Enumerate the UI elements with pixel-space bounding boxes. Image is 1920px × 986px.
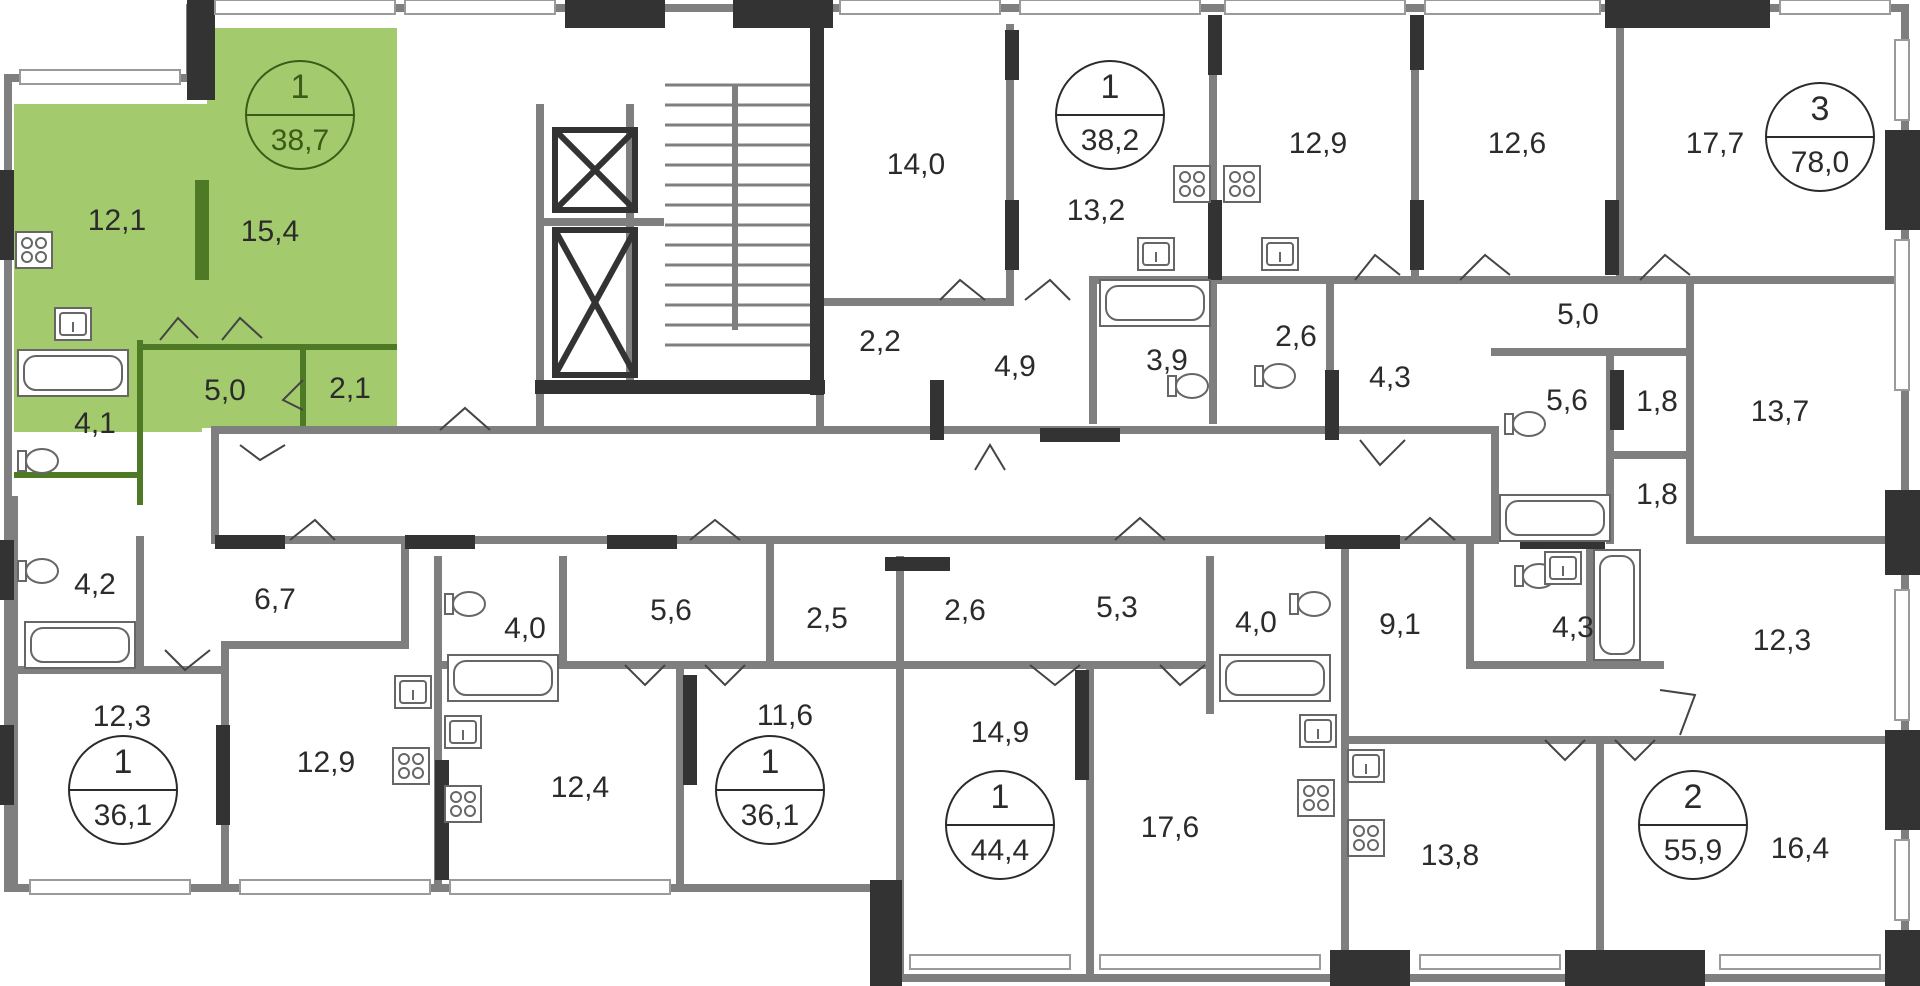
room-area-label: 5,3 xyxy=(1096,591,1138,624)
room-area-label: 12,4 xyxy=(551,771,609,804)
room-area-label: 17,6 xyxy=(1141,811,1199,844)
bathtub-icon xyxy=(447,654,559,702)
sink-icon xyxy=(1137,237,1175,271)
highlighted-apartment[interactable] xyxy=(14,28,397,505)
room-area-label: 3,9 xyxy=(1146,344,1188,377)
apartment-badge[interactable]: 138,7 xyxy=(245,60,355,170)
sink-icon xyxy=(444,715,482,749)
toilet-icon xyxy=(1289,591,1331,617)
room-count: 3 xyxy=(1811,90,1830,128)
room-area-label: 5,0 xyxy=(204,374,246,407)
room-area-label: 16,4 xyxy=(1771,832,1829,865)
room-area-label: 12,9 xyxy=(1289,127,1347,160)
toilet-icon xyxy=(1254,363,1296,389)
apartment-badge[interactable]: 136,1 xyxy=(68,735,178,845)
room-count: 1 xyxy=(761,743,780,781)
sink-icon xyxy=(1544,551,1582,585)
room-area-label: 14,9 xyxy=(971,716,1029,749)
room-area-label: 9,1 xyxy=(1379,608,1421,641)
room-area-label: 1,8 xyxy=(1636,385,1678,418)
sink-icon xyxy=(1261,237,1299,271)
room-area-label: 15,4 xyxy=(241,215,299,248)
room-area-label: 13,7 xyxy=(1751,395,1809,428)
room-area-label: 12,9 xyxy=(297,746,355,779)
elevator-shafts xyxy=(552,127,638,378)
total-area: 44,4 xyxy=(971,834,1029,867)
room-area-label: 13,2 xyxy=(1067,194,1125,227)
bathtub-icon xyxy=(1499,494,1611,542)
bathtub-icon xyxy=(17,349,129,397)
sink-icon xyxy=(394,675,432,709)
room-count: 2 xyxy=(1684,778,1703,816)
room-area-label: 12,6 xyxy=(1488,127,1546,160)
stove-icon xyxy=(444,785,482,823)
bathtub-icon xyxy=(24,621,136,669)
room-area-label: 12,3 xyxy=(1753,624,1811,657)
room-area-label: 6,7 xyxy=(254,583,296,616)
room-count: 1 xyxy=(991,778,1010,816)
stove-icon xyxy=(1223,165,1261,203)
room-area-label: 5,6 xyxy=(1546,384,1588,417)
apartment-badge[interactable]: 144,4 xyxy=(945,770,1055,880)
room-area-label: 4,0 xyxy=(504,612,546,645)
room-area-label: 1,8 xyxy=(1636,478,1678,511)
sink-icon xyxy=(54,307,92,341)
room-area-label: 2,5 xyxy=(806,602,848,635)
total-area: 36,1 xyxy=(741,799,799,832)
room-area-label: 2,6 xyxy=(1275,320,1317,353)
toilet-icon xyxy=(17,448,59,474)
room-area-label: 12,1 xyxy=(88,204,146,237)
door-swings xyxy=(159,253,1697,762)
total-area: 38,2 xyxy=(1081,124,1139,157)
room-area-label: 5,6 xyxy=(650,594,692,627)
toilet-icon xyxy=(17,558,59,584)
room-area-label: 4,3 xyxy=(1552,611,1594,644)
bathtub-icon xyxy=(1219,654,1331,702)
room-area-label: 4,9 xyxy=(994,350,1036,383)
room-area-label: 4,2 xyxy=(74,568,116,601)
stove-icon xyxy=(392,747,430,785)
toilet-icon xyxy=(1504,411,1546,437)
toilet-icon xyxy=(1167,373,1209,399)
room-area-label: 4,1 xyxy=(74,407,116,440)
total-area: 55,9 xyxy=(1664,834,1722,867)
room-area-label: 17,7 xyxy=(1686,127,1744,160)
room-count: 1 xyxy=(114,743,133,781)
windows xyxy=(19,0,1910,970)
room-area-label: 14,0 xyxy=(887,148,945,181)
total-area: 38,7 xyxy=(271,124,329,157)
room-area-label: 4,3 xyxy=(1369,361,1411,394)
room-area-label: 11,6 xyxy=(757,699,813,732)
sink-icon xyxy=(1347,749,1385,783)
bathtub-icon xyxy=(1593,549,1641,661)
room-area-label: 2,1 xyxy=(329,372,371,405)
room-area-label: 13,8 xyxy=(1421,839,1479,872)
room-count: 1 xyxy=(291,68,310,106)
apartment-badge[interactable]: 136,1 xyxy=(715,735,825,845)
room-area-label: 12,3 xyxy=(93,700,151,733)
bathtub-icon xyxy=(1099,279,1211,327)
toilet-icon xyxy=(444,591,486,617)
stove-icon xyxy=(1173,165,1211,203)
apartment-badge[interactable]: 378,0 xyxy=(1765,82,1875,192)
apartment-badge[interactable]: 255,9 xyxy=(1638,770,1748,880)
total-area: 36,1 xyxy=(94,799,152,832)
room-area-label: 5,0 xyxy=(1557,298,1599,331)
room-area-label: 2,6 xyxy=(944,594,986,627)
room-area-label: 2,2 xyxy=(859,325,901,358)
room-count: 1 xyxy=(1101,68,1120,106)
staircase xyxy=(665,83,810,347)
apartment-badge[interactable]: 138,2 xyxy=(1055,60,1165,170)
room-area-label: 4,0 xyxy=(1235,606,1277,639)
stove-icon xyxy=(15,231,53,269)
walls xyxy=(4,4,1909,982)
total-area: 78,0 xyxy=(1791,146,1849,179)
stove-icon xyxy=(1347,819,1385,857)
stove-icon xyxy=(1297,779,1335,817)
sink-icon xyxy=(1299,714,1337,748)
